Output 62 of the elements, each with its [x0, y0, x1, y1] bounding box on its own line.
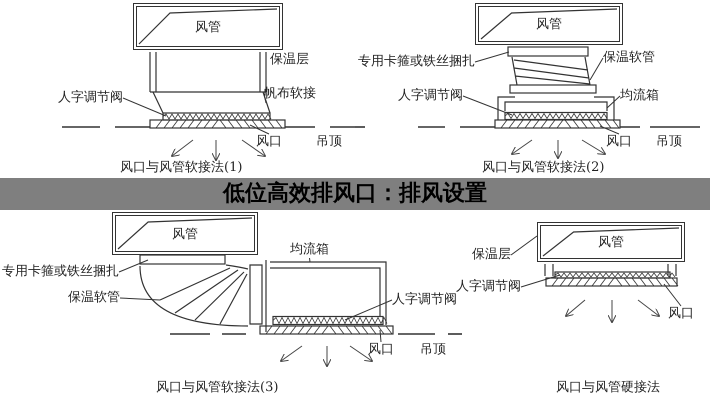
part-label: 人字调节阀 — [392, 292, 457, 308]
leader-line — [510, 236, 538, 256]
part-label: 均流箱 — [290, 242, 329, 258]
leader-line — [462, 96, 512, 116]
part-label: 帆布软接 — [264, 86, 316, 102]
leader-line — [600, 126, 620, 134]
part-label: 风口 — [368, 342, 394, 358]
leader-line — [120, 298, 160, 300]
flexible-duct-drawing — [139, 264, 249, 327]
part-label: 风口 — [606, 134, 632, 150]
part-label: 人字调节阀 — [456, 279, 521, 295]
part-label: 保温层 — [270, 52, 309, 68]
figure-caption: 风口与风管软接法(1) — [120, 160, 242, 176]
duct-label: 风管 — [195, 18, 221, 36]
part-label: 均流箱 — [620, 88, 659, 104]
leader-line — [520, 274, 560, 288]
grille-drawing — [259, 325, 394, 335]
duct-label: 风管 — [172, 226, 198, 242]
leader-line — [264, 94, 266, 104]
part-label: 人字调节阀 — [58, 90, 123, 106]
grille-drawing — [545, 277, 678, 287]
ceiling-label: 吊顶 — [420, 342, 446, 358]
ceiling-label: 吊顶 — [316, 134, 342, 150]
damper-drawing — [272, 316, 388, 326]
leader-line — [606, 96, 620, 108]
duct-box — [112, 212, 258, 255]
leader-line — [250, 124, 270, 134]
damper-drawing — [162, 112, 272, 121]
plenum-box-drawing — [497, 96, 615, 121]
ceiling-label: 吊顶 — [656, 134, 682, 150]
title-banner: 低位高效排风口：排风设置 — [0, 178, 710, 210]
figure-caption: 风口与风管软接法(2) — [482, 160, 604, 176]
figure-caption: 风口与风管硬接法 — [556, 380, 660, 396]
leader-line — [309, 258, 310, 262]
leader-line — [122, 98, 166, 116]
duct-label: 风管 — [536, 16, 562, 33]
plenum-box-drawing — [269, 261, 388, 326]
duct-box — [537, 222, 685, 262]
grille-drawing — [149, 119, 286, 129]
damper-drawing — [504, 112, 608, 120]
flexible-duct-drawing — [509, 56, 597, 94]
leader-line — [474, 52, 510, 62]
damper-drawing — [554, 271, 676, 279]
figure-caption: 风口与风管软接法(3) — [156, 380, 278, 396]
leader-line — [344, 300, 392, 320]
leader-line — [664, 284, 682, 306]
duct-box — [133, 3, 283, 50]
clamp-band — [507, 46, 589, 57]
leader-line — [590, 58, 604, 80]
duct-label: 风管 — [598, 234, 624, 251]
part-label: 人字调节阀 — [398, 88, 463, 104]
clamp-band — [139, 254, 226, 265]
duct-box — [475, 3, 623, 45]
part-label: 专用卡箍或铁丝捆扎 — [358, 54, 475, 70]
part-label: 专用卡箍或铁丝捆扎 — [2, 264, 119, 280]
part-label: 保温层 — [472, 247, 511, 263]
grille-drawing — [494, 119, 621, 129]
part-label: 风口 — [256, 134, 282, 150]
part-label: 保温软管 — [603, 50, 655, 66]
leader-line — [380, 330, 382, 342]
part-label: 风口 — [668, 306, 694, 322]
part-label: 保温软管 — [68, 290, 120, 306]
